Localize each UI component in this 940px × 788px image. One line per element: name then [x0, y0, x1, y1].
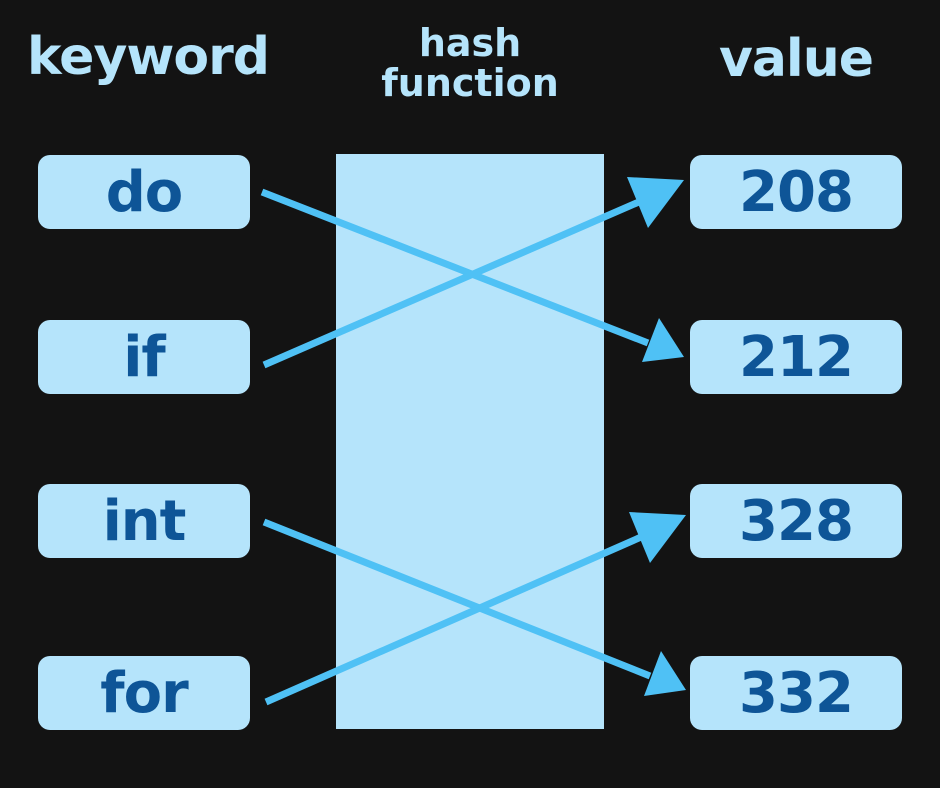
- hash-header-line1: hash: [418, 21, 522, 65]
- value-box-328: 328: [690, 484, 902, 558]
- arrow-for-to-328: [264, 530, 650, 706]
- value-box-212: 212: [690, 320, 902, 394]
- arrow-do-to-212: [260, 188, 650, 347]
- arrowhead-208: [627, 177, 684, 228]
- keyword-box-do: do: [38, 155, 250, 229]
- hash-header-line2: function: [381, 60, 559, 105]
- arrowhead-328: [629, 512, 686, 563]
- arrow-if-to-208: [262, 194, 650, 369]
- hash-function-header: hash function: [340, 21, 600, 105]
- hash-function-block: [336, 154, 604, 729]
- arrowhead-332: [644, 651, 686, 696]
- keyword-box-if: if: [38, 320, 250, 394]
- value-header: value: [718, 29, 874, 89]
- arrow-int-to-332: [262, 518, 652, 680]
- arrowhead-212: [642, 318, 684, 362]
- value-box-208: 208: [690, 155, 902, 229]
- keyword-box-for: for: [38, 656, 250, 730]
- value-box-332: 332: [690, 656, 902, 730]
- keyword-header: keyword: [27, 27, 270, 87]
- keyword-box-int: int: [38, 484, 250, 558]
